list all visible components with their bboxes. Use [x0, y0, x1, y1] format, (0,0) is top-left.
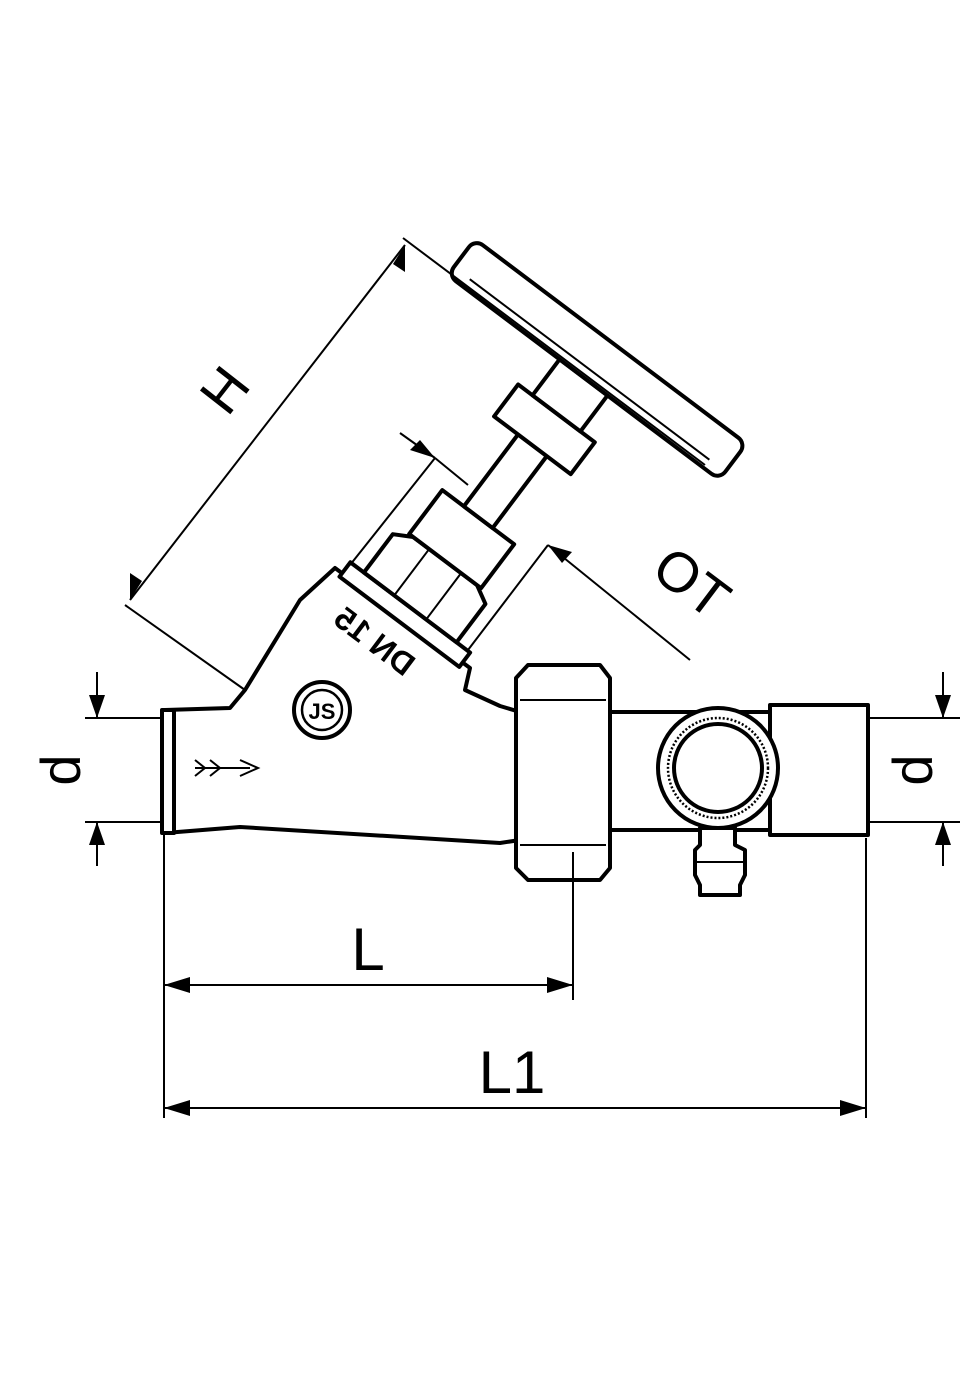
dimension-diameter-right: d [868, 672, 960, 866]
dimension-length-label: L [351, 916, 384, 983]
handwheel [449, 241, 745, 478]
union-nut [514, 663, 612, 882]
valve-body: JS DN 15 [160, 566, 522, 845]
inlet-pipe-end [160, 708, 176, 835]
dimension-length-total-label: L1 [479, 1039, 546, 1106]
dimension-diameter-right-label: d [881, 754, 944, 785]
flow-direction-arrow [194, 759, 261, 777]
dimension-across-label: OT [642, 534, 742, 631]
dimension-diameter-left-label: d [29, 754, 92, 785]
logo-text: JS [309, 699, 336, 724]
dimension-length-total: L1 [164, 838, 867, 1118]
manufacturer-logo: JS [292, 680, 352, 740]
dimension-length: L [163, 835, 574, 1118]
bonnet-assembly [337, 241, 745, 669]
dimension-diameter-left: d [29, 672, 162, 866]
dimension-height-label: H [187, 355, 262, 426]
outlet-pipe-end [768, 703, 870, 837]
outlet-section [608, 703, 870, 897]
